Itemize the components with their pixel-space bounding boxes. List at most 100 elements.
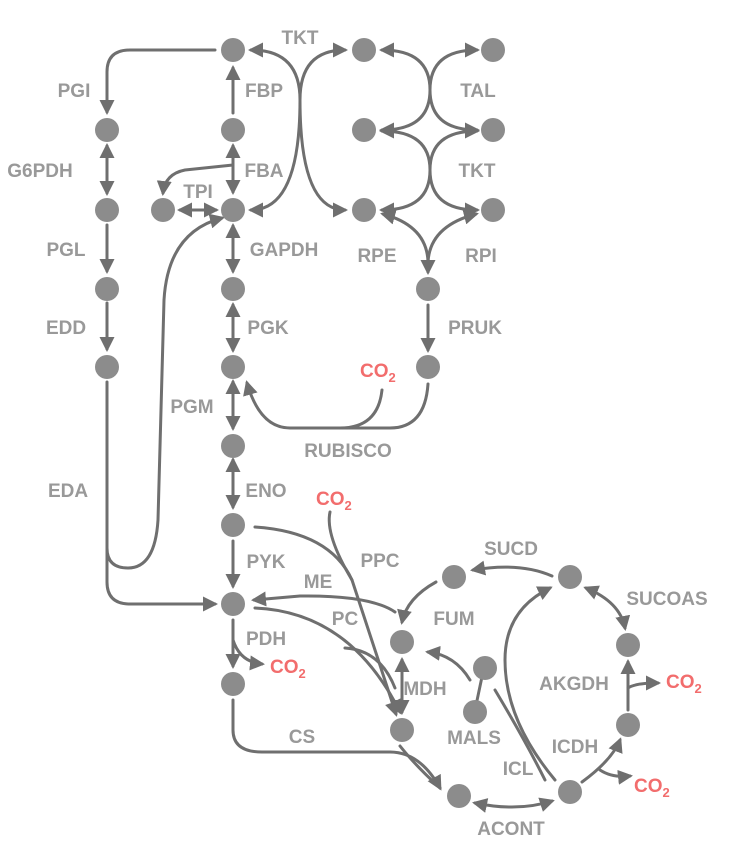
- label-pdh: PDH: [246, 629, 286, 650]
- edge-ppc: [253, 525, 400, 717]
- label-pc: PC: [332, 609, 359, 630]
- edge-eda-to-gap: [105, 213, 225, 570]
- edge-rubisco: [243, 380, 430, 430]
- label-icl: ICL: [503, 759, 534, 780]
- label-pyk: PYK: [246, 552, 285, 573]
- node-accoa-b: [463, 700, 487, 724]
- node-ru5p: [416, 277, 440, 301]
- label-mals: MALS: [447, 728, 501, 749]
- co2-label-rubisco: CO2: [360, 361, 396, 385]
- label-tkt-top: TKT: [282, 28, 319, 49]
- node-rubp: [416, 355, 440, 379]
- node-r5p: [481, 198, 505, 222]
- node-dhap: [151, 198, 175, 222]
- node-fum: [442, 565, 466, 589]
- label-me: ME: [304, 572, 333, 593]
- node-pep: [221, 513, 245, 537]
- node-fbp: [221, 118, 245, 142]
- edge-me: [251, 591, 397, 614]
- label-pgm: PGM: [170, 397, 213, 418]
- node-2pg: [221, 434, 245, 458]
- edge-icl-to-succ: [503, 586, 557, 782]
- edge-tal-a: [379, 42, 432, 138]
- edge-pc-co2: [343, 646, 397, 690]
- edge-eda-to-pyr: [105, 546, 218, 612]
- label-akgdh: AKGDH: [539, 674, 609, 695]
- co2-label-pdh: CO2: [270, 657, 306, 681]
- label-icdh: ICDH: [552, 737, 598, 758]
- edge-sucoas: [583, 585, 631, 631]
- edge-rubisco-co2: [338, 388, 384, 430]
- label-edd: EDD: [46, 318, 86, 339]
- node-s7p: [481, 38, 505, 62]
- node-cit: [447, 784, 471, 808]
- edge-pgi: [99, 48, 217, 115]
- node-13bpg: [221, 277, 245, 301]
- edge-tkt-mid-b: [428, 123, 480, 218]
- node-succoa: [616, 633, 640, 657]
- node-6pg: [95, 277, 119, 301]
- edge-icdh: [580, 737, 623, 784]
- edge-tkt-top-b: [298, 42, 348, 218]
- edge-ppc-co2: [327, 510, 354, 582]
- edge-fum: [397, 580, 438, 625]
- node-glyox: [473, 656, 497, 680]
- edge-fba-dhap: [156, 163, 235, 196]
- edge-cs: [231, 698, 442, 791]
- label-mdh: MDH: [403, 679, 446, 700]
- edge-sucd: [470, 560, 554, 578]
- node-accoa: [221, 672, 245, 696]
- label-rubisco: RUBISCO: [304, 441, 392, 462]
- edge-icl-to-glyox: [493, 688, 547, 782]
- label-tkt-mid: TKT: [459, 161, 496, 182]
- node-akg: [616, 713, 640, 737]
- label-fba: FBA: [244, 161, 283, 182]
- edge-icdh-co2: [598, 768, 633, 785]
- node-s7p-b: [481, 118, 505, 142]
- edge-pc: [253, 606, 402, 715]
- reaction-edges: [99, 42, 661, 813]
- label-pgi: PGI: [58, 81, 91, 102]
- co2-labels: CO2 CO2 CO2 CO2 CO2: [270, 361, 702, 800]
- label-rpe: RPE: [357, 246, 396, 267]
- enzyme-labels: TKT PGI FBP TAL G6PDH FBA TKT TPI PGL GA…: [7, 28, 707, 840]
- label-sucoas: SUCOAS: [626, 589, 707, 610]
- label-g6pdh: G6PDH: [7, 161, 72, 182]
- co2-label-ppc: CO2: [316, 489, 352, 513]
- co2-label-akgdh: CO2: [666, 672, 702, 696]
- node-pyr: [221, 592, 245, 616]
- label-sucd: SUCD: [484, 539, 538, 560]
- edge-akgdh-co2: [626, 675, 661, 691]
- metabolite-nodes: [95, 38, 640, 808]
- edge-acont: [472, 797, 555, 813]
- label-ppc: PPC: [360, 551, 399, 572]
- node-gap: [221, 198, 245, 222]
- edge-tkt-mid-a: [379, 123, 432, 218]
- label-gapdh: GAPDH: [250, 240, 319, 261]
- label-fum: FUM: [433, 609, 474, 630]
- co2-label-icdh: CO2: [634, 776, 670, 800]
- edge-mals: [425, 645, 472, 682]
- node-mal: [390, 630, 414, 654]
- label-eda: EDA: [48, 481, 88, 502]
- label-tpi: TPI: [183, 182, 213, 203]
- edge-pdh-co2: [231, 638, 265, 671]
- label-pruk: PRUK: [448, 318, 502, 339]
- label-pgk: PGK: [247, 318, 288, 339]
- edge-tkt-top-a: [248, 42, 302, 218]
- node-3pg: [221, 355, 245, 379]
- node-e4p: [352, 38, 376, 62]
- node-x5p: [352, 198, 376, 222]
- label-fbp: FBP: [245, 81, 283, 102]
- label-eno: ENO: [245, 481, 286, 502]
- label-pgl: PGL: [46, 240, 85, 261]
- node-kdpg: [95, 355, 119, 379]
- label-acont: ACONT: [477, 819, 545, 840]
- node-icit: [558, 780, 582, 804]
- edge-cs-oaa: [398, 744, 442, 790]
- node-succ: [558, 565, 582, 589]
- node-6pgl: [95, 198, 119, 222]
- edge-tal-b: [428, 42, 480, 138]
- label-tal: TAL: [460, 81, 496, 102]
